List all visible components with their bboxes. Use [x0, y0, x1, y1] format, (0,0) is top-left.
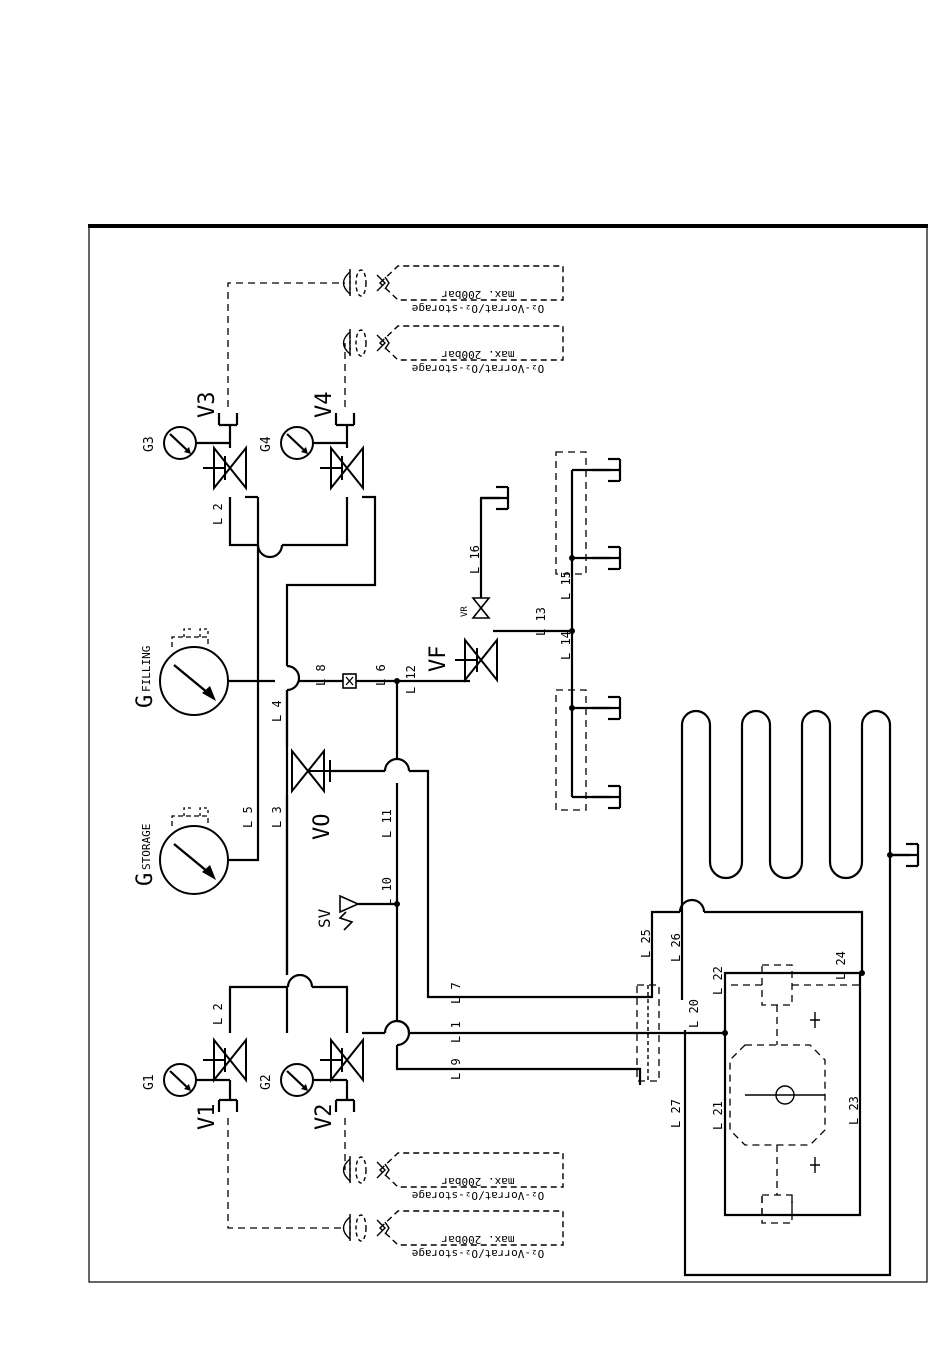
label-l9: L 9 — [449, 1058, 463, 1080]
junction-dots — [394, 555, 893, 1036]
label-l22: L 22 — [711, 966, 725, 995]
label-vf: VF — [426, 646, 451, 673]
outlet-group-box-lower — [555, 689, 587, 811]
label-v4: V4 — [312, 392, 337, 419]
label-v2: V2 — [312, 1104, 337, 1131]
gauge-g2 — [279, 1062, 347, 1098]
label-l2-upper: L 2 — [211, 503, 225, 525]
svg-text:O₂-Vorrat/O₂-storage: O₂-Vorrat/O₂-storage — [412, 1189, 544, 1202]
label-l12: L 12 — [404, 665, 418, 694]
label-l5: L 5 — [241, 806, 255, 828]
label-l25: L 25 — [639, 929, 653, 958]
frame-border — [88, 226, 928, 1283]
valve-v1[interactable] — [202, 1039, 247, 1081]
svg-text:O₂-Vorrat/O₂-storage: O₂-Vorrat/O₂-storage — [412, 362, 544, 375]
label-l6: L 6 — [374, 664, 388, 686]
svg-text:max. 200bar: max. 200bar — [441, 1175, 514, 1188]
label-v1: V1 — [195, 1104, 220, 1131]
label-vo: VO — [310, 814, 335, 841]
label-l21: L 21 — [711, 1101, 725, 1130]
cylinder-upper-1: O₂-Vorrat/O₂-storage max. 200bar — [342, 265, 564, 315]
cylinder-lower-1: O₂-Vorrat/O₂-storage max. 200bar — [342, 1152, 564, 1202]
labels: V1 V2 V3 V4 VO VF VR SV G1 G2 G3 G4 G ST… — [133, 392, 861, 1131]
label-l15: L 15 — [559, 571, 573, 600]
label-l20: L 20 — [687, 999, 701, 1028]
label-l13: L 13 — [534, 607, 548, 636]
label-l23: L 23 — [847, 1096, 861, 1125]
svg-text:FILLING: FILLING — [140, 646, 153, 692]
gauge-storage — [158, 806, 230, 896]
label-l8: L 8 — [314, 664, 328, 686]
svg-text:O₂-Vorrat/O₂-storage: O₂-Vorrat/O₂-storage — [412, 1247, 544, 1260]
gauge-g1 — [162, 1062, 230, 1098]
label-g3: G3 — [142, 436, 157, 452]
label-l27: L 27 — [669, 1099, 683, 1128]
gauge-g4 — [279, 425, 347, 461]
svg-text:O₂-Vorrat/O₂-storage: O₂-Vorrat/O₂-storage — [412, 302, 544, 315]
label-sv: SV — [315, 908, 334, 928]
svg-text:G: G — [133, 695, 158, 708]
svg-text:max. 200bar: max. 200bar — [441, 1233, 514, 1246]
label-g2: G2 — [259, 1074, 274, 1090]
label-l7: L 7 — [449, 982, 463, 1004]
label-g1: G1 — [142, 1074, 157, 1090]
outlet-group-box-upper — [555, 451, 587, 575]
label-l3: L 3 — [270, 806, 284, 828]
svg-text:max. 200bar: max. 200bar — [441, 348, 514, 361]
safety-valve-sv — [338, 894, 360, 931]
label-gstorage: G STORAGE — [133, 824, 158, 886]
label-l26: L 26 — [669, 933, 683, 962]
valve-vo[interactable] — [291, 750, 331, 792]
lead-v3-cylinder — [227, 282, 345, 407]
label-vr: VR — [460, 606, 470, 617]
gauge-filling — [158, 627, 230, 717]
valve-v4[interactable] — [319, 447, 364, 489]
label-l1: L 1 — [449, 1021, 463, 1043]
label-l2-lower: L 2 — [211, 1003, 225, 1025]
cylinder-lower-2: O₂-Vorrat/O₂-storage max. 200bar — [342, 1210, 564, 1260]
lead-v1-cylinder — [227, 1118, 345, 1229]
valve-v3[interactable] — [202, 447, 247, 489]
valve-vr[interactable] — [471, 597, 491, 619]
label-l16: L 16 — [468, 545, 482, 574]
gauge-g3 — [162, 425, 230, 461]
valve-vf[interactable] — [454, 639, 498, 681]
label-l11: L 11 — [380, 809, 394, 838]
label-l10: L 10 — [380, 877, 394, 906]
device-unit-internals — [725, 964, 860, 1224]
label-l4: L 4 — [270, 700, 284, 722]
svg-text:STORAGE: STORAGE — [140, 824, 153, 870]
label-l14: L 14 — [559, 631, 573, 660]
label-gfilling: G FILLING — [133, 646, 158, 708]
valve-v2[interactable] — [319, 1039, 364, 1081]
label-g4: G4 — [259, 436, 274, 452]
filter-x — [342, 673, 357, 689]
cylinder-upper-2: O₂-Vorrat/O₂-storage max. 200bar — [342, 325, 564, 375]
label-v3: V3 — [195, 392, 220, 419]
piping — [228, 468, 910, 1277]
svg-text:max. 200bar: max. 200bar — [441, 288, 514, 301]
outlet-coil — [888, 842, 920, 868]
label-l24: L 24 — [834, 951, 848, 980]
svg-text:G: G — [133, 873, 158, 886]
